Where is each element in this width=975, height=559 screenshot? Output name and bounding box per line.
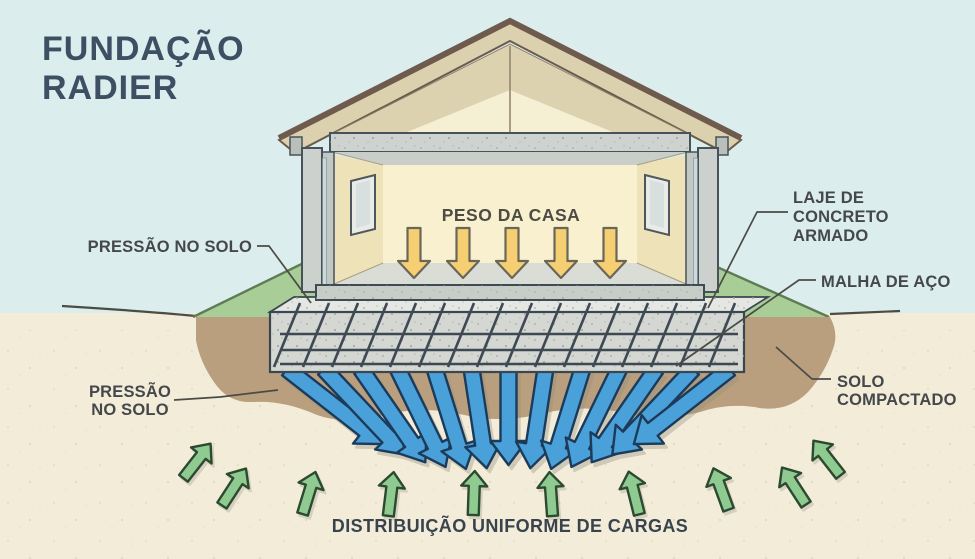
leader-pressao-bottom — [173, 389, 279, 401]
mesh-bar — [359, 302, 389, 368]
reaction-arrow-up — [377, 470, 406, 518]
interior-ceiling — [332, 152, 688, 165]
leader-lines — [173, 211, 831, 401]
load-arrow-down — [589, 363, 664, 464]
svg-text:FUNDAÇÃO: FUNDAÇÃO — [42, 30, 245, 68]
downpipe-right — [693, 157, 698, 287]
label-laje-de-concreto-armado: LAJE DE CONCRETO ARMADO — [793, 189, 889, 245]
reaction-arrow-up — [618, 470, 647, 517]
leader-malha — [675, 279, 816, 367]
reaction-arrow-up — [811, 439, 847, 480]
svg-text:LAJE DE: LAJE DE — [793, 189, 864, 207]
mesh-bar — [620, 302, 650, 368]
label-solo-compactado: SOLO COMPACTADO — [837, 373, 957, 409]
house-weight-arrows — [396, 226, 628, 280]
reaction-arrow-up — [705, 467, 735, 513]
weight-arrow-down — [494, 226, 530, 280]
mesh-bar — [591, 302, 621, 368]
load-arrow-down — [425, 365, 478, 471]
weight-arrow-down — [445, 226, 481, 280]
reaction-arrow-up — [177, 442, 213, 483]
reaction-arrow-up — [778, 466, 812, 509]
weight-arrow-down — [396, 226, 432, 280]
load-arrow-down — [462, 366, 503, 470]
window-left — [350, 173, 376, 237]
eave-bracket-left — [289, 136, 303, 156]
ceiling-beam — [329, 132, 691, 153]
interior-room — [301, 147, 719, 293]
reaction-arrow-up — [460, 469, 489, 517]
leader-laje — [707, 211, 788, 309]
svg-text:ARMADO: ARMADO — [793, 227, 868, 245]
mesh-bar — [504, 302, 534, 368]
load-arrow-down — [564, 364, 628, 469]
load-arrow-down — [632, 361, 737, 446]
reaction-arrow-up — [216, 467, 250, 510]
label-peso-da-casa: PESO DA CASA — [442, 205, 581, 225]
svg-text:SOLO: SOLO — [837, 373, 885, 391]
svg-text:NO SOLO: NO SOLO — [91, 401, 169, 419]
mesh-bar — [417, 302, 447, 368]
ground-line-right — [829, 309, 901, 316]
mesh-bar — [678, 302, 708, 368]
corner-pier-right — [697, 147, 719, 293]
load-arrow-down — [514, 366, 555, 470]
weight-arrow-down — [543, 226, 579, 280]
mesh-bar — [533, 302, 563, 368]
label-malha-de-aco: MALHA DE AÇO — [821, 273, 951, 291]
ground-line-left — [61, 304, 197, 318]
load-arrow-down — [611, 362, 701, 456]
mesh-bar — [330, 302, 360, 368]
reaction-arrows — [177, 439, 847, 518]
svg-text:COMPACTADO: COMPACTADO — [837, 391, 957, 409]
mesh-bar — [388, 302, 418, 368]
label-distribuicao-uniforme: DISTRIBUIÇÃO UNIFORME DE CARGAS — [332, 515, 688, 536]
weight-arrow-down — [592, 226, 628, 280]
leader-solo — [775, 346, 831, 380]
load-arrow-down — [539, 365, 592, 471]
label-pressao-no-solo-bottom: PRESSÃO NO SOLO — [89, 381, 171, 419]
svg-text:RADIER: RADIER — [42, 69, 178, 107]
reaction-arrow-up — [296, 470, 325, 517]
leader-pressao-top — [257, 245, 312, 304]
steel-mesh — [272, 302, 738, 368]
corner-pier-left — [301, 147, 323, 293]
mesh-bar — [707, 302, 737, 368]
mesh-bar — [649, 302, 679, 368]
window-right — [644, 173, 670, 237]
mesh-bar — [475, 302, 505, 368]
label-pressao-no-solo-top: PRESSÃO NO SOLO — [88, 236, 252, 256]
svg-text:PRESSÃO: PRESSÃO — [89, 381, 171, 401]
soil-pressure-arrows — [280, 361, 737, 471]
roof — [277, 17, 743, 156]
svg-text:CONCRETO: CONCRETO — [793, 208, 889, 226]
mesh-bar — [301, 302, 331, 368]
mesh-bar — [272, 302, 302, 368]
reaction-arrow-up — [536, 470, 565, 518]
floor-slab-band — [315, 284, 705, 301]
mesh-bar — [562, 302, 592, 368]
concrete-slab — [266, 296, 772, 374]
downpipe-left — [322, 157, 327, 287]
mesh-bar — [446, 302, 476, 368]
house-cross-section: PESO DA CASA — [277, 17, 743, 301]
page-title: FUNDAÇÃO RADIER — [42, 30, 245, 107]
